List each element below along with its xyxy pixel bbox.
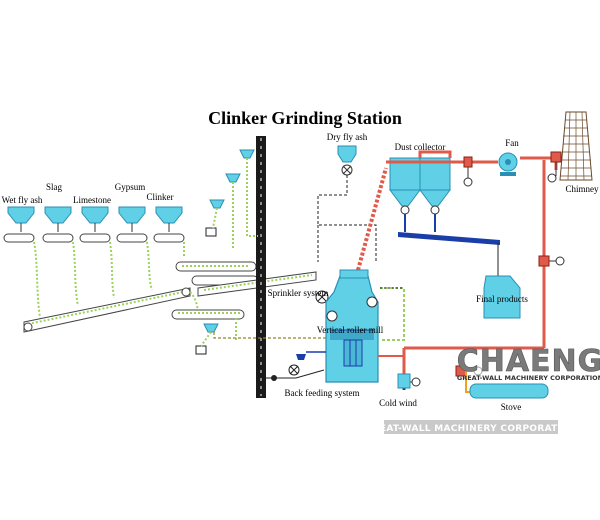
hopper-slag — [44, 206, 72, 232]
label-sprinkler-system: Sprinkler system — [268, 288, 329, 298]
label-dust-collector: Dust collector — [395, 142, 446, 152]
hopper-gypsum — [118, 206, 146, 232]
cold-wind-damper — [397, 373, 411, 389]
watermark-text: GREAT-WALL MACHINERY CORPORATION — [365, 424, 577, 434]
back-feeding-system — [266, 351, 326, 381]
fan-icon — [498, 152, 518, 176]
hopper-limestone — [81, 206, 109, 232]
label-dry-fly-ash: Dry fly ash — [327, 132, 368, 142]
chaeng-logo: CHAENG GREAT-WALL MACHINERY CORPORATION — [456, 344, 600, 382]
dust-collector — [389, 157, 451, 232]
chimney-icon — [559, 111, 593, 181]
diagram-title: Clinker Grinding Station — [208, 108, 402, 128]
return-loop — [380, 287, 405, 341]
mill-feed-belt — [171, 309, 245, 320]
weigh-belt-feeders — [3, 233, 185, 243]
hopper-wet-fly-ash — [7, 206, 35, 232]
control-lines — [317, 175, 377, 262]
logo-brand-text: CHAENG — [457, 344, 600, 379]
hopper-clinker — [155, 206, 183, 232]
label-limestone: Limestone — [73, 195, 111, 205]
label-wet-fly-ash: Wet fly ash — [2, 195, 43, 205]
transfer-flow — [189, 291, 201, 315]
feed-line-to-mill — [213, 332, 326, 339]
watermark-banner: GREAT-WALL MACHINERY CORPORATION — [365, 420, 577, 434]
collecting-belt-conveyor — [23, 287, 191, 333]
final-products-silo — [483, 275, 521, 319]
material-drop-flows — [33, 241, 185, 319]
label-cold-wind: Cold wind — [379, 398, 417, 408]
label-final-products: Final products — [476, 294, 528, 304]
mill-outlet-duct — [356, 167, 388, 271]
vertical-roller-mill — [325, 269, 379, 383]
label-vertical-roller-mill: Vertical roller mill — [317, 325, 384, 335]
dry-fly-ash-hopper — [337, 145, 357, 176]
feed-hoppers — [7, 206, 183, 232]
bucket-elevator — [256, 136, 266, 398]
transfer-flow-dots — [200, 158, 258, 347]
label-slag: Slag — [46, 182, 63, 192]
screw-conveyor — [398, 232, 500, 276]
stove — [469, 383, 549, 399]
label-clinker: Clinker — [147, 192, 174, 202]
logo-corporation-text: GREAT-WALL MACHINERY CORPORATION — [457, 374, 600, 382]
sprinkler-system — [315, 290, 329, 304]
gauge-icon — [404, 162, 565, 387]
label-fan: Fan — [505, 138, 519, 148]
label-chimney: Chimney — [566, 184, 599, 194]
label-gypsum: Gypsum — [115, 182, 146, 192]
label-stove: Stove — [501, 402, 522, 412]
label-back-feeding-system: Back feeding system — [285, 388, 360, 398]
transfer-hoppers — [195, 149, 255, 355]
